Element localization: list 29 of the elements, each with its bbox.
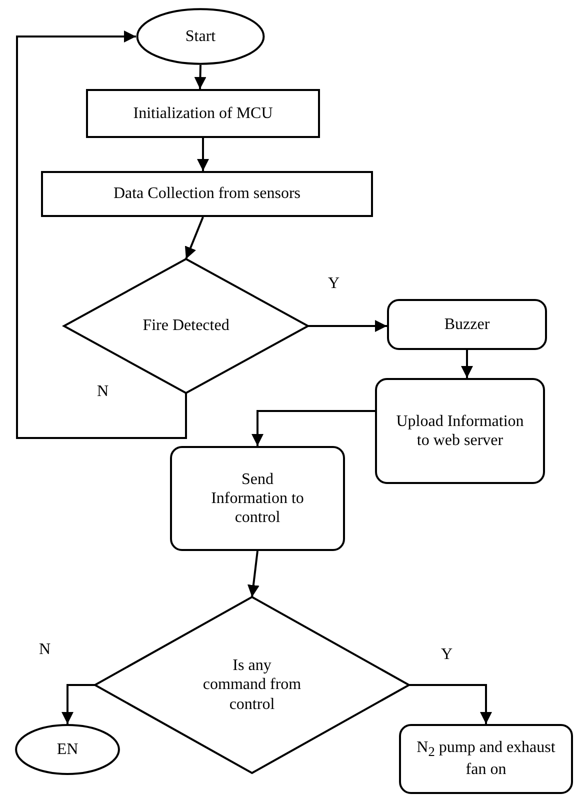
process-box [41,171,373,217]
node-text: Fire Detected [142,316,230,336]
process-box [86,89,320,138]
arrow [409,684,492,724]
arrow [197,138,209,171]
end-ellipse [15,724,120,775]
node-text: Is any command from control [202,656,302,714]
process-box [387,299,547,350]
node-text: Send Information to control [210,470,305,528]
arrow [16,30,187,439]
decision-diamond [95,597,409,773]
node-text: Buzzer [444,314,490,334]
process-box [170,446,345,551]
arrow [62,684,95,724]
node-text: Upload Information to web server [395,412,525,450]
process-box [399,724,573,794]
node-text: Start [185,26,216,46]
process-box [375,378,545,484]
arrow [461,350,473,378]
arrow [247,550,260,598]
arrow [252,410,375,446]
arrow [308,320,387,332]
start-ellipse [136,8,265,65]
node-text: Initialization of MCU [133,104,273,124]
arrow [184,216,204,260]
node-text: N$_{2}$ pump and exhaust fan on [416,738,556,780]
node-text: Data Collection from sensors [113,184,301,204]
node-text: EN [56,740,78,760]
arrow [194,64,206,90]
